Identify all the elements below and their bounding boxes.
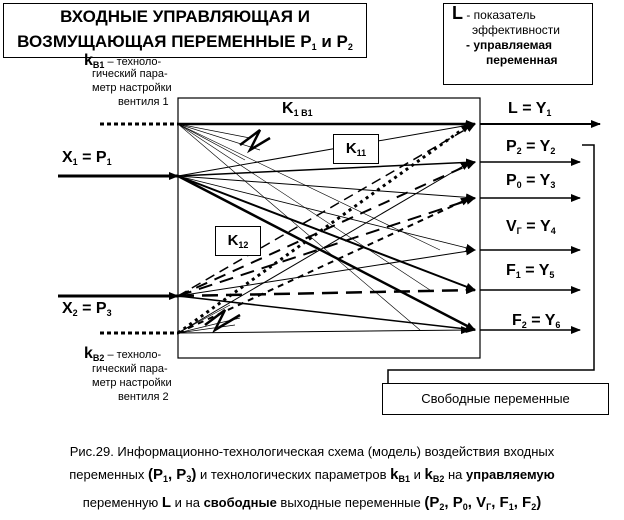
output-y3: P0 = Y3 <box>506 172 556 190</box>
kb2-connections <box>177 122 471 335</box>
kb2-desc-4: вентиля 2 <box>118 391 169 403</box>
coef-k12-box: K12 <box>215 226 261 256</box>
kb2-desc-2: гический пара- <box>92 363 168 375</box>
kb1-desc-2: гический пара- <box>92 68 168 80</box>
kb1-label: kB1 – техноло- <box>84 52 162 70</box>
title-box: ВХОДНЫЕ УПРАВЛЯЮЩАЯ И ВОЗМУЩАЮЩАЯ ПЕРЕМЕ… <box>3 3 367 58</box>
title-line1: ВХОДНЫЕ УПРАВЛЯЮЩАЯ И <box>60 7 310 26</box>
legend-text-2: эффективности <box>472 23 561 37</box>
output-y5: F1 = Y5 <box>506 262 555 280</box>
kb1-desc-4: вентиля 1 <box>118 96 169 108</box>
legend-text-3: - управляемая <box>466 38 553 52</box>
x2-connections <box>177 123 476 333</box>
model-block <box>177 97 481 359</box>
kb1-desc-3: метр настройки <box>92 82 172 94</box>
legend-text-4: переменная <box>486 53 558 67</box>
free-variables-box: Свободные переменные <box>382 383 609 415</box>
output-y1: L = Y1 <box>508 100 552 118</box>
kb2-label: kB2 – техноло- <box>84 345 162 363</box>
x2-label: X2 = P3 <box>62 300 112 318</box>
coef-k11-box: K11 <box>333 134 379 164</box>
output-y6: F2 = Y6 <box>512 312 561 330</box>
coef-k1b1: K1 B1 <box>282 100 313 118</box>
kb2-desc-3: метр настройки <box>92 377 172 389</box>
x1-connections <box>177 121 476 332</box>
legend-l: L <box>452 3 463 23</box>
kb1-connections <box>177 120 476 331</box>
legend-text-1: - показатель <box>466 8 536 22</box>
output-y2: P2 = Y2 <box>506 138 556 156</box>
legend-box: L - показатель эффективности - управляем… <box>443 3 593 85</box>
title-line2: ВОЗМУЩАЮЩАЯ ПЕРЕМЕННЫЕ P1 и P2 <box>17 32 353 52</box>
figure-caption: Рис.29. Информационно-технологическая сх… <box>69 444 555 512</box>
x1-label: X1 = P1 <box>62 149 112 167</box>
free-variables-bracket <box>387 144 595 383</box>
output-y4: VГ = Y4 <box>506 218 556 236</box>
